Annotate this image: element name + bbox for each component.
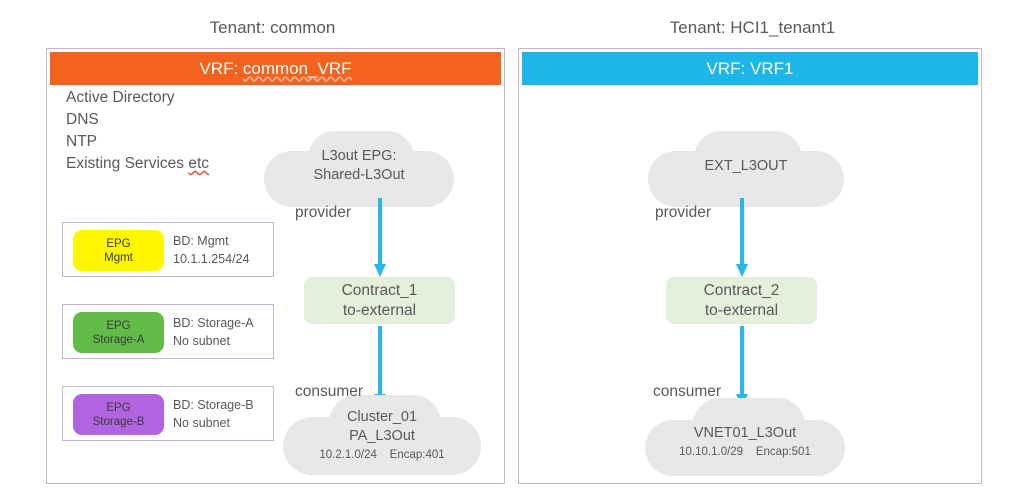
cloud-ext-l3out-line1: EXT_L3OUT [704,158,788,174]
service-item-etc: etc [188,155,210,172]
epg-subnet-storage-b: No subnet [173,416,230,430]
cloud-icon-vnet01 [645,398,845,476]
epg-subnet-storage-a: No subnet [173,334,230,348]
cloud-cluster01-subnet: 10.2.1.0/24 [319,449,377,461]
epg-chip-storage-a-line1: EPG [106,319,131,332]
epg-bd-storage-b: BD: Storage-B [173,398,254,412]
cloud-icon-cluster01 [283,395,481,475]
cloud-icon-ext-l3out [648,131,844,207]
vrf-header-prefix: VRF: [199,59,243,78]
epg-meta-storage-a: BD: Storage-A No subnet [173,314,254,350]
services-list: Active Directory DNS NTP Existing Servic… [66,87,209,175]
epg-row-storage-b[interactable]: EPG Storage-B BD: Storage-B No subnet [62,386,274,441]
cloud-vnet01-encap: Encap:501 [755,446,811,458]
epg-chip-mgmt-line1: EPG [106,237,131,250]
service-item-existing-services: Existing Services etc [66,153,209,175]
tenant-caption-hci1: Tenant: HCI1_tenant1 [669,18,836,37]
cloud-shared-l3out-line2: Shared-L3Out [313,167,405,183]
epg-chip-mgmt-line2: Mgmt [104,251,133,264]
epg-chip-storage-b: EPG Storage-B [73,394,164,435]
epg-meta-storage-b: BD: Storage-B No subnet [173,396,254,432]
cloud-vnet01-subnet: 10.10.1.0/29 [679,446,744,458]
epg-bd-mgmt: BD: Mgmt [173,234,229,248]
epg-row-storage-a[interactable]: EPG Storage-A BD: Storage-A No subnet [62,304,274,359]
contract-1-line1: Contract_1 [341,281,418,299]
contract-2-line1: Contract_2 [703,281,780,299]
role-label-consumer-left: consumer [295,383,364,400]
vrf-header-common-vrf: VRF: common_VRF [50,52,501,85]
epg-chip-storage-b-line2: Storage-B [92,415,145,428]
cloud-shared-l3out[interactable]: L3out EPG: Shared-L3Out [264,131,454,207]
arrow-provider-to-contract-left [374,198,386,278]
role-label-consumer-right: consumer [653,383,722,400]
cloud-shared-l3out-line1: L3out EPG: [321,148,397,164]
cloud-vnet01-subnet-encap: 10.10.1.0/29 Encap:501 [645,444,845,460]
cloud-cluster01-line2: PA_L3Out [349,428,415,444]
contract-1-line2: to-external [342,301,417,319]
cloud-vnet01-l3out[interactable]: VNET01_L3Out 10.10.1.0/29 Encap:501 [645,398,845,476]
epg-row-mgmt[interactable]: EPG Mgmt BD: Mgmt 10.1.1.254/24 [62,222,274,277]
epg-meta-mgmt: BD: Mgmt 10.1.1.254/24 [173,232,249,268]
cloud-cluster01-line1: Cluster_01 [346,409,418,425]
vrf-header-vrf1: VRF: VRF1 [522,52,978,85]
cloud-ext-l3out[interactable]: EXT_L3OUT [648,131,844,207]
epg-chip-storage-b-line1: EPG [106,401,131,414]
service-item-active-directory: Active Directory [66,89,175,106]
contract-box-contract-2[interactable]: Contract_2 to-external [666,277,817,324]
contract-2-line2: to-external [704,301,779,319]
cloud-cluster01-pa-l3out[interactable]: Cluster_01 PA_L3Out 10.2.1.0/24 Encap:40… [283,395,481,475]
role-label-provider-right: provider [655,204,711,221]
vrf-header-right-prefix: VRF: [706,59,750,78]
epg-subnet-mgmt: 10.1.1.254/24 [173,252,250,266]
contract-box-contract-1[interactable]: Contract_1 to-external [304,277,455,324]
arrow-contract-to-consumer-right [736,326,748,408]
cloud-vnet01-line1: VNET01_L3Out [693,425,797,441]
service-item-dns: DNS [66,111,99,128]
cloud-cluster01-encap: Encap:401 [389,449,445,461]
epg-chip-mgmt: EPG Mgmt [73,230,164,271]
vrf-header-name: common_VRF [242,59,352,78]
tenant-caption-common: Tenant: common [209,18,336,37]
epg-chip-storage-a: EPG Storage-A [73,312,164,353]
epg-bd-storage-a: BD: Storage-A [173,316,254,330]
role-label-provider-left: provider [295,204,351,221]
cloud-cluster01-subnet-encap: 10.2.1.0/24 Encap:401 [283,447,481,463]
vrf-header-right-name: VRF1 [749,59,794,78]
cloud-icon-shared-l3out [264,131,454,207]
arrow-provider-to-contract-right [736,198,748,278]
service-item-ntp: NTP [66,133,97,150]
epg-chip-storage-a-line2: Storage-A [92,333,145,346]
service-item-existing-services-text: Existing Services [66,155,189,172]
